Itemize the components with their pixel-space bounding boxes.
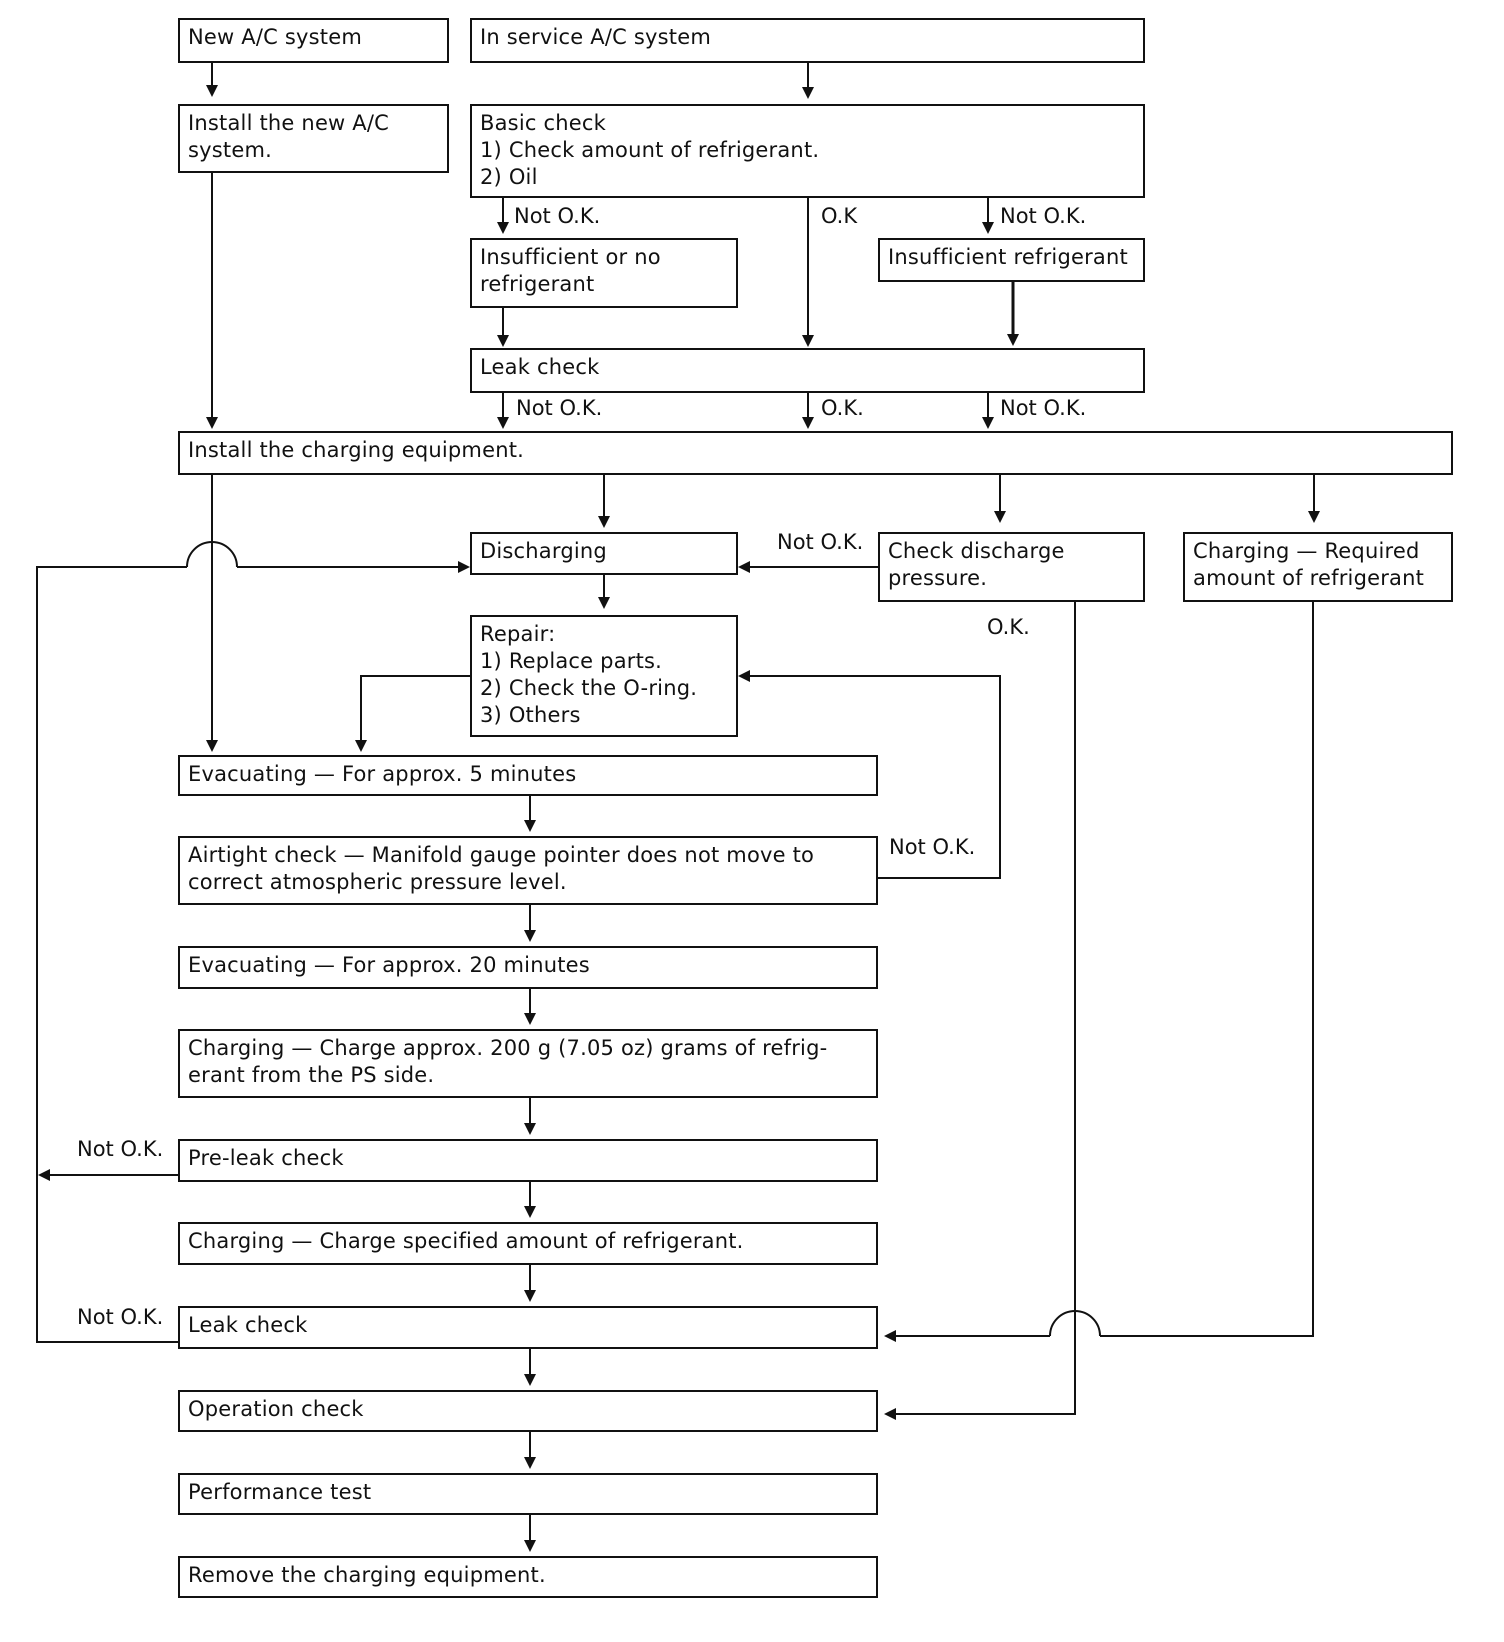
leak-not-ok-left-label: Not O.K. <box>516 396 603 420</box>
arrowhead <box>982 222 994 234</box>
arrowhead <box>524 1206 536 1218</box>
check-discharge-pressure-box: Check discharge pressure. <box>878 532 1145 602</box>
arrowhead <box>524 1013 536 1025</box>
basic-ok-label: O.K <box>821 204 858 228</box>
arrowhead <box>524 1374 536 1386</box>
preleak-not-ok-label: Not O.K. <box>77 1137 164 1161</box>
arrowhead <box>206 417 218 429</box>
connector <box>186 541 238 568</box>
arrowhead <box>524 930 536 942</box>
arrowhead <box>458 561 470 573</box>
repair-box: Repair: 1) Replace parts. 2) Check the O… <box>470 615 738 737</box>
arrowhead <box>524 1290 536 1302</box>
arrowhead <box>994 511 1006 523</box>
insufficient-or-no-refrigerant-box: Insufficient or no refrigerant <box>470 238 738 308</box>
leak-ok-label: O.K. <box>821 396 864 420</box>
connector <box>1100 601 1314 1337</box>
evacuating-5-min-box: Evacuating — For approx. 5 minutes <box>178 755 878 796</box>
leak-not-ok-right-label: Not O.K. <box>1000 396 1087 420</box>
arrowhead <box>355 740 367 752</box>
arrowhead <box>524 1123 536 1135</box>
operation-check-box: Operation check <box>178 1390 878 1432</box>
airtight-check-box: Airtight check — Manifold gauge pointer … <box>178 836 878 905</box>
arrowhead <box>598 597 610 609</box>
arrowhead <box>497 222 509 234</box>
charging-200g-box: Charging — Charge approx. 200 g (7.05 oz… <box>178 1029 878 1098</box>
basic-check-box: Basic check 1) Check amount of refrigera… <box>470 104 1145 198</box>
arrowhead <box>884 1408 896 1420</box>
leakcheck-not-ok-label: Not O.K. <box>77 1305 164 1329</box>
leak-check-top-box: Leak check <box>470 348 1145 393</box>
arrowhead <box>206 740 218 752</box>
connector <box>888 601 1076 1415</box>
connector <box>360 675 470 750</box>
in-service-ac-system-box: In service A/C system <box>470 18 1145 63</box>
arrowhead <box>802 87 814 99</box>
connector <box>1049 1310 1101 1337</box>
insufficient-refrigerant-box: Insufficient refrigerant <box>878 238 1145 282</box>
performance-test-box: Performance test <box>178 1473 878 1515</box>
arrowhead <box>802 335 814 347</box>
charging-specified-box: Charging — Charge specified amount of re… <box>178 1222 878 1265</box>
arrowhead <box>802 417 814 429</box>
discharge-ok-label: O.K. <box>987 615 1030 639</box>
arrowhead <box>1007 334 1019 346</box>
connector <box>742 675 1001 879</box>
new-ac-system-box: New A/C system <box>178 18 449 63</box>
arrowhead <box>982 417 994 429</box>
airtight-not-ok-label: Not O.K. <box>889 835 976 859</box>
arrowhead <box>1308 511 1320 523</box>
arrowhead <box>38 1169 50 1181</box>
discharging-box: Discharging <box>470 532 738 575</box>
arrowhead <box>497 417 509 429</box>
arrowhead <box>524 1540 536 1552</box>
arrowhead <box>497 335 509 347</box>
leak-check-bottom-box: Leak check <box>178 1306 878 1349</box>
arrowhead <box>524 820 536 832</box>
arrowhead <box>738 670 750 682</box>
connector <box>36 566 187 1343</box>
arrowhead <box>206 85 218 97</box>
basic-not-ok-right-label: Not O.K. <box>1000 204 1087 228</box>
arrowhead <box>524 1457 536 1469</box>
arrowhead <box>738 561 750 573</box>
arrowhead <box>884 1330 896 1342</box>
install-new-ac-system-box: Install the new A/C system. <box>178 104 449 173</box>
basic-not-ok-left-label: Not O.K. <box>514 204 601 228</box>
install-charging-equipment-box: Install the charging equipment. <box>178 431 1453 475</box>
charging-required-amount-box: Charging — Required amount of refrigeran… <box>1183 532 1453 602</box>
remove-charging-equipment-box: Remove the charging equipment. <box>178 1556 878 1598</box>
evacuating-20-min-box: Evacuating — For approx. 20 minutes <box>178 946 878 989</box>
discharge-not-ok-label: Not O.K. <box>777 530 864 554</box>
arrowhead <box>598 516 610 528</box>
pre-leak-check-box: Pre-leak check <box>178 1139 878 1182</box>
